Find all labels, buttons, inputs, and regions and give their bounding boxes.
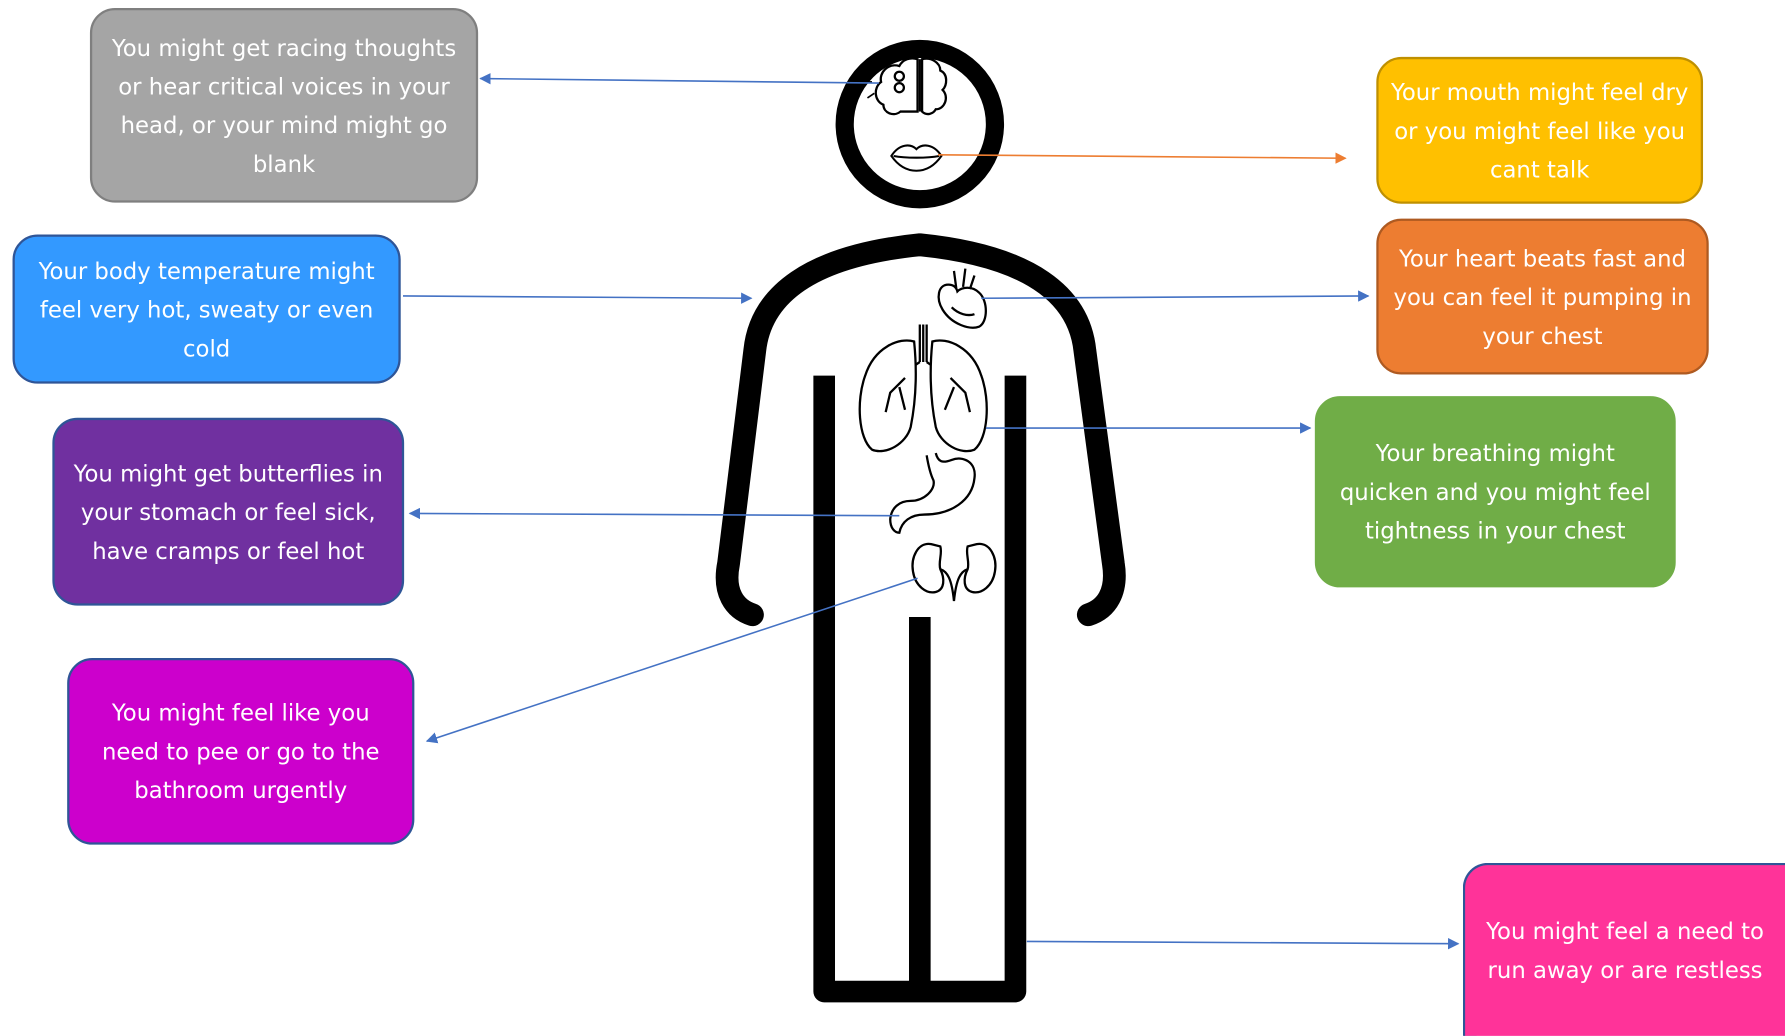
arrow-heart [981,296,1368,298]
arrow-temperature [403,296,751,298]
stomach-box: You might get butterflies in your stomac… [52,418,404,606]
stomach-text: You might get butterflies in your stomac… [66,454,390,570]
temperature-box: Your body temperature might feel very ho… [13,235,401,384]
heart-box: Your heart beats fast and you can feel i… [1376,219,1708,375]
bathroom-box: You might feel like you need to pee or g… [67,658,414,845]
restless-text: You might feel a need to run away or are… [1476,912,1773,989]
restless-box: You might feel a need to run away or are… [1463,863,1785,1036]
lips-icon [891,145,941,170]
breathing-box: Your breathing might quicken and you mig… [1315,396,1676,587]
thoughts-text: You might get racing thoughts or hear cr… [104,28,465,183]
bathroom-text: You might feel like you need to pee or g… [81,693,401,809]
arrow-mouth [938,155,1346,158]
person-figure [727,49,1114,992]
arrow-bathroom [427,578,918,741]
heart-icon [939,269,986,328]
breathing-text: Your breathing might quicken and you mig… [1329,434,1663,550]
heart-text: Your heart beats fast and you can feel i… [1390,238,1695,354]
arrow-restless [1027,941,1458,943]
stomach-icon [890,453,974,533]
lungs-icon [860,324,987,451]
kidneys-icon [913,544,996,601]
thoughts-box: You might get racing thoughts or hear cr… [90,8,478,203]
mouth-box: Your mouth might feel dry or you might f… [1376,57,1703,204]
temperature-text: Your body temperature might feel very ho… [26,251,387,367]
mouth-text: Your mouth might feel dry or you might f… [1390,72,1689,188]
arrow-thoughts [480,79,878,84]
